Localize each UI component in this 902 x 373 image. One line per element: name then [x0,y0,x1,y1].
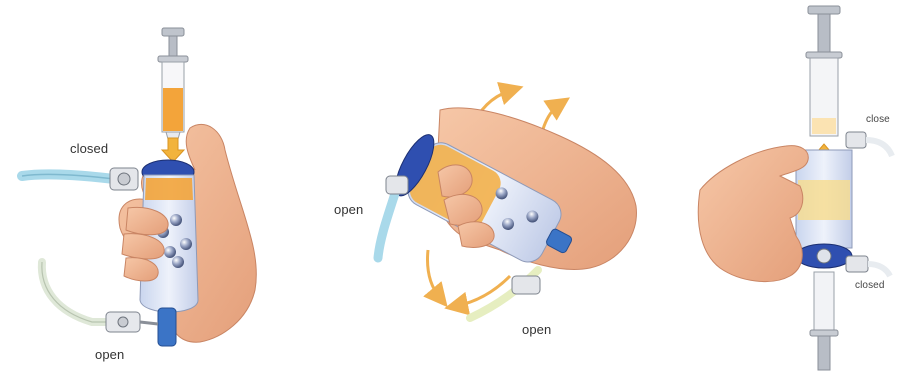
valve-open-icon [512,276,540,294]
label-panel-1-top-valve: closed [70,141,108,156]
label-panel-3-top-valve: close [866,114,890,125]
panel-2-illustration [378,90,636,318]
label-panel-2-bottom-valve: open [522,322,551,337]
motion-arrow-icon [428,250,441,298]
arrow-down-icon [162,138,184,162]
panel-3-illustration [698,6,892,370]
tube-icon [42,262,112,322]
valve-open-icon [386,176,408,194]
label-panel-3-bottom-valve: closed [855,280,885,291]
hand-icon [698,146,808,282]
bottle-icon [796,150,852,268]
label-panel-2-left-valve: open [334,202,363,217]
label-panel-1-bottom-valve: open [95,347,124,362]
valve-closed-icon [110,168,138,190]
valve-closed-icon [846,256,890,276]
syringe-icon [806,6,842,136]
syringe-icon [158,28,188,146]
valve-closed-icon [846,132,892,156]
tube-icon [378,184,398,258]
valve-open-icon [106,312,140,332]
panel-1-illustration [22,28,256,346]
